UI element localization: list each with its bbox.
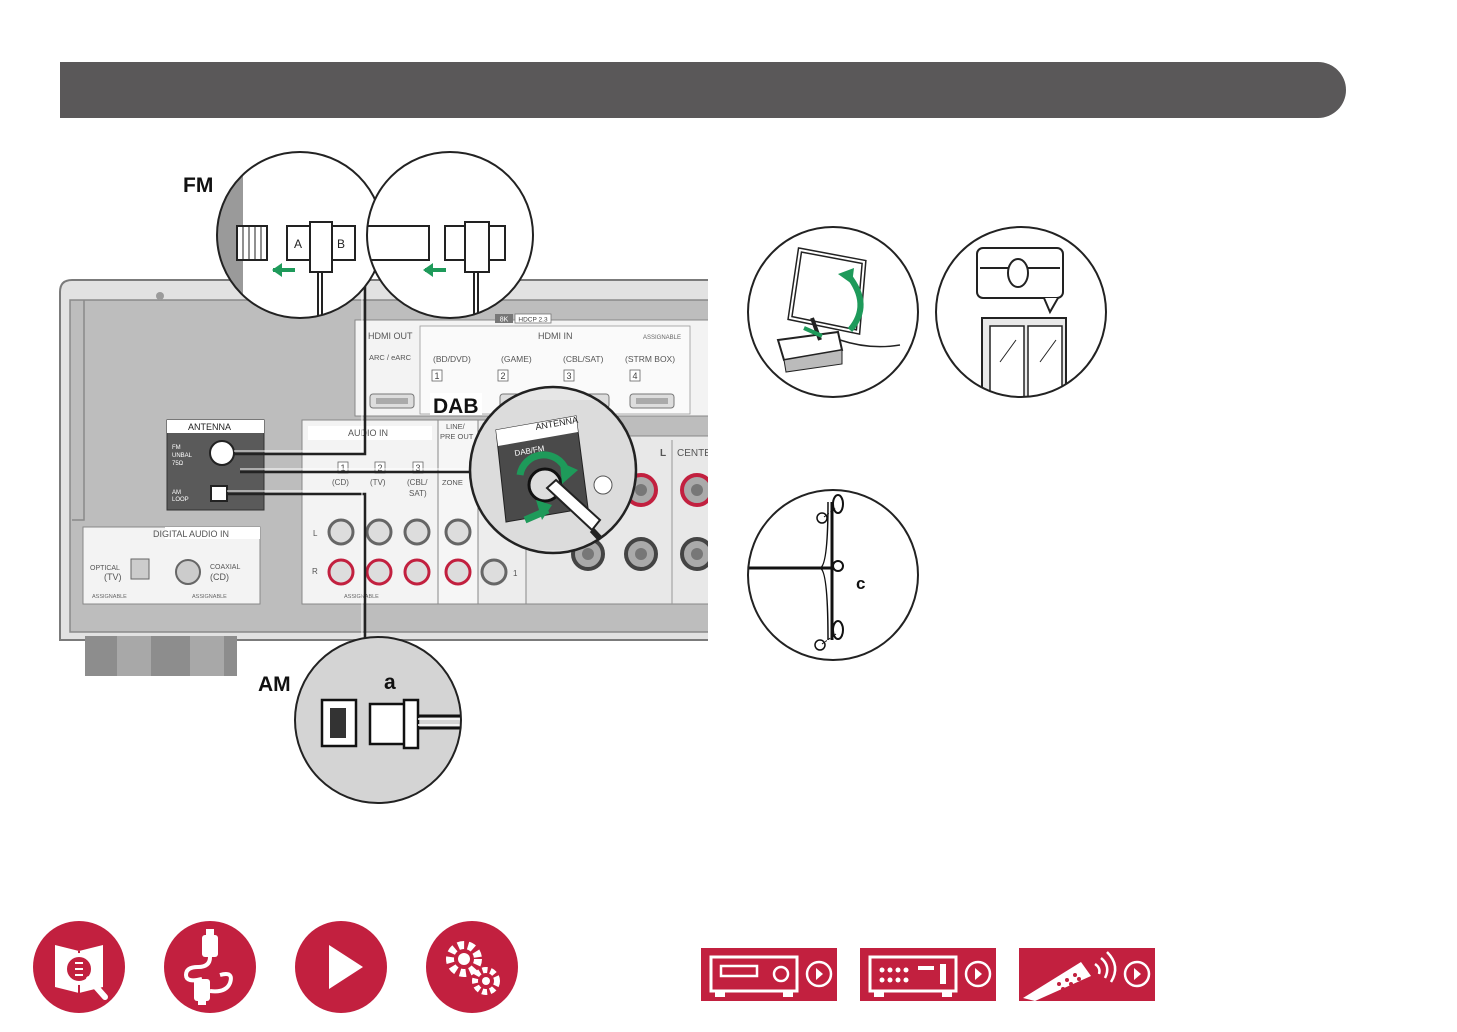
svg-text:(CD): (CD) xyxy=(210,572,229,582)
svg-text:1: 1 xyxy=(513,569,518,578)
settings-button[interactable] xyxy=(426,921,518,1013)
svg-text:OPTICAL: OPTICAL xyxy=(90,565,120,572)
hdmi-in-1-label: (BD/DVD) xyxy=(433,354,471,364)
svg-text:L: L xyxy=(313,529,318,538)
antenna-block-label: ANTENNA xyxy=(188,422,231,432)
svg-text:(TV): (TV) xyxy=(370,478,386,487)
loop-antenna-assembly-circle xyxy=(747,226,919,398)
settings-icon xyxy=(426,921,518,1013)
connections-icon xyxy=(164,921,256,1013)
hdmi-in-4-label: (STRM BOX) xyxy=(625,354,675,364)
svg-text:LINE/: LINE/ xyxy=(446,422,466,431)
svg-text:4: 4 xyxy=(632,371,637,381)
svg-text:2: 2 xyxy=(377,463,382,473)
dab-detail-circle: ANTENNA DAB/FM xyxy=(468,385,638,555)
svg-text:(TV): (TV) xyxy=(104,572,122,582)
digital-audio-in-label: DIGITAL AUDIO IN xyxy=(153,529,229,539)
hdmi-in-2-label: (GAME) xyxy=(501,354,532,364)
front-panel-icon xyxy=(701,948,837,1001)
svg-text:3: 3 xyxy=(415,463,420,473)
c-label: c xyxy=(856,574,865,593)
dab-label: DAB xyxy=(433,395,479,418)
svg-text:2: 2 xyxy=(500,371,505,381)
svg-text:AM: AM xyxy=(172,490,181,496)
svg-text:ASSIGNABLE: ASSIGNABLE xyxy=(92,594,127,600)
am-detail-circle xyxy=(294,636,462,804)
remote-control-button[interactable] xyxy=(1019,948,1155,1001)
front-panel-button[interactable] xyxy=(701,948,837,1001)
svg-text:75Ω: 75Ω xyxy=(172,461,184,467)
svg-text:SAT): SAT) xyxy=(409,489,427,498)
svg-text:FM: FM xyxy=(172,445,181,451)
a-label: a xyxy=(384,671,396,694)
fm-a-label: A xyxy=(294,237,302,251)
svg-text:1: 1 xyxy=(340,463,345,473)
connector-line-highlights xyxy=(227,285,475,640)
connector-lines xyxy=(227,285,475,640)
rear-panel-button[interactable] xyxy=(860,948,996,1001)
rear-panel-icon xyxy=(860,948,996,1001)
svg-text:PRE OUT: PRE OUT xyxy=(440,432,474,441)
audio-in-label: AUDIO IN xyxy=(348,428,388,438)
arc-label: ARC / eARC xyxy=(369,353,412,362)
window-placement-circle xyxy=(935,226,1107,398)
assignable-label: ASSIGNABLE xyxy=(643,335,681,341)
svg-text:(CBL/: (CBL/ xyxy=(407,478,428,487)
playback-icon xyxy=(295,921,387,1013)
fm-detail-circle-a: A B xyxy=(216,151,384,319)
fm-antenna-fixing-circle xyxy=(747,489,919,661)
svg-text:CENTE: CENTE xyxy=(677,448,711,459)
svg-text:LOOP: LOOP xyxy=(172,497,189,503)
badge-hdcp: HDCP 2.3 xyxy=(518,317,548,324)
svg-text:3: 3 xyxy=(566,371,571,381)
svg-text:L: L xyxy=(660,448,666,459)
svg-text:UNBAL: UNBAL xyxy=(172,453,193,459)
svg-text:R: R xyxy=(312,567,318,576)
svg-text:1: 1 xyxy=(434,371,439,381)
hdmi-in-label: HDMI IN xyxy=(538,331,573,341)
remote-control-icon xyxy=(1019,948,1155,1001)
fm-label: FM xyxy=(183,174,213,197)
svg-text:(CD): (CD) xyxy=(332,478,349,487)
connections-button[interactable] xyxy=(164,921,256,1013)
fm-b-label: B xyxy=(337,237,345,251)
hdmi-in-3-label: (CBL/SAT) xyxy=(563,354,604,364)
svg-text:COAXIAL: COAXIAL xyxy=(210,564,240,571)
svg-text:ZONE: ZONE xyxy=(442,478,463,487)
manual-button[interactable] xyxy=(33,921,125,1013)
svg-text:ASSIGNABLE: ASSIGNABLE xyxy=(192,594,227,600)
manual-icon xyxy=(33,921,125,1013)
hdmi-out-label: HDMI OUT xyxy=(368,331,413,341)
header-bar xyxy=(60,62,1346,118)
badge-8k: 8K xyxy=(500,317,509,324)
playback-button[interactable] xyxy=(295,921,387,1013)
am-label: AM xyxy=(258,673,291,696)
fm-detail-circle-b xyxy=(366,151,534,319)
